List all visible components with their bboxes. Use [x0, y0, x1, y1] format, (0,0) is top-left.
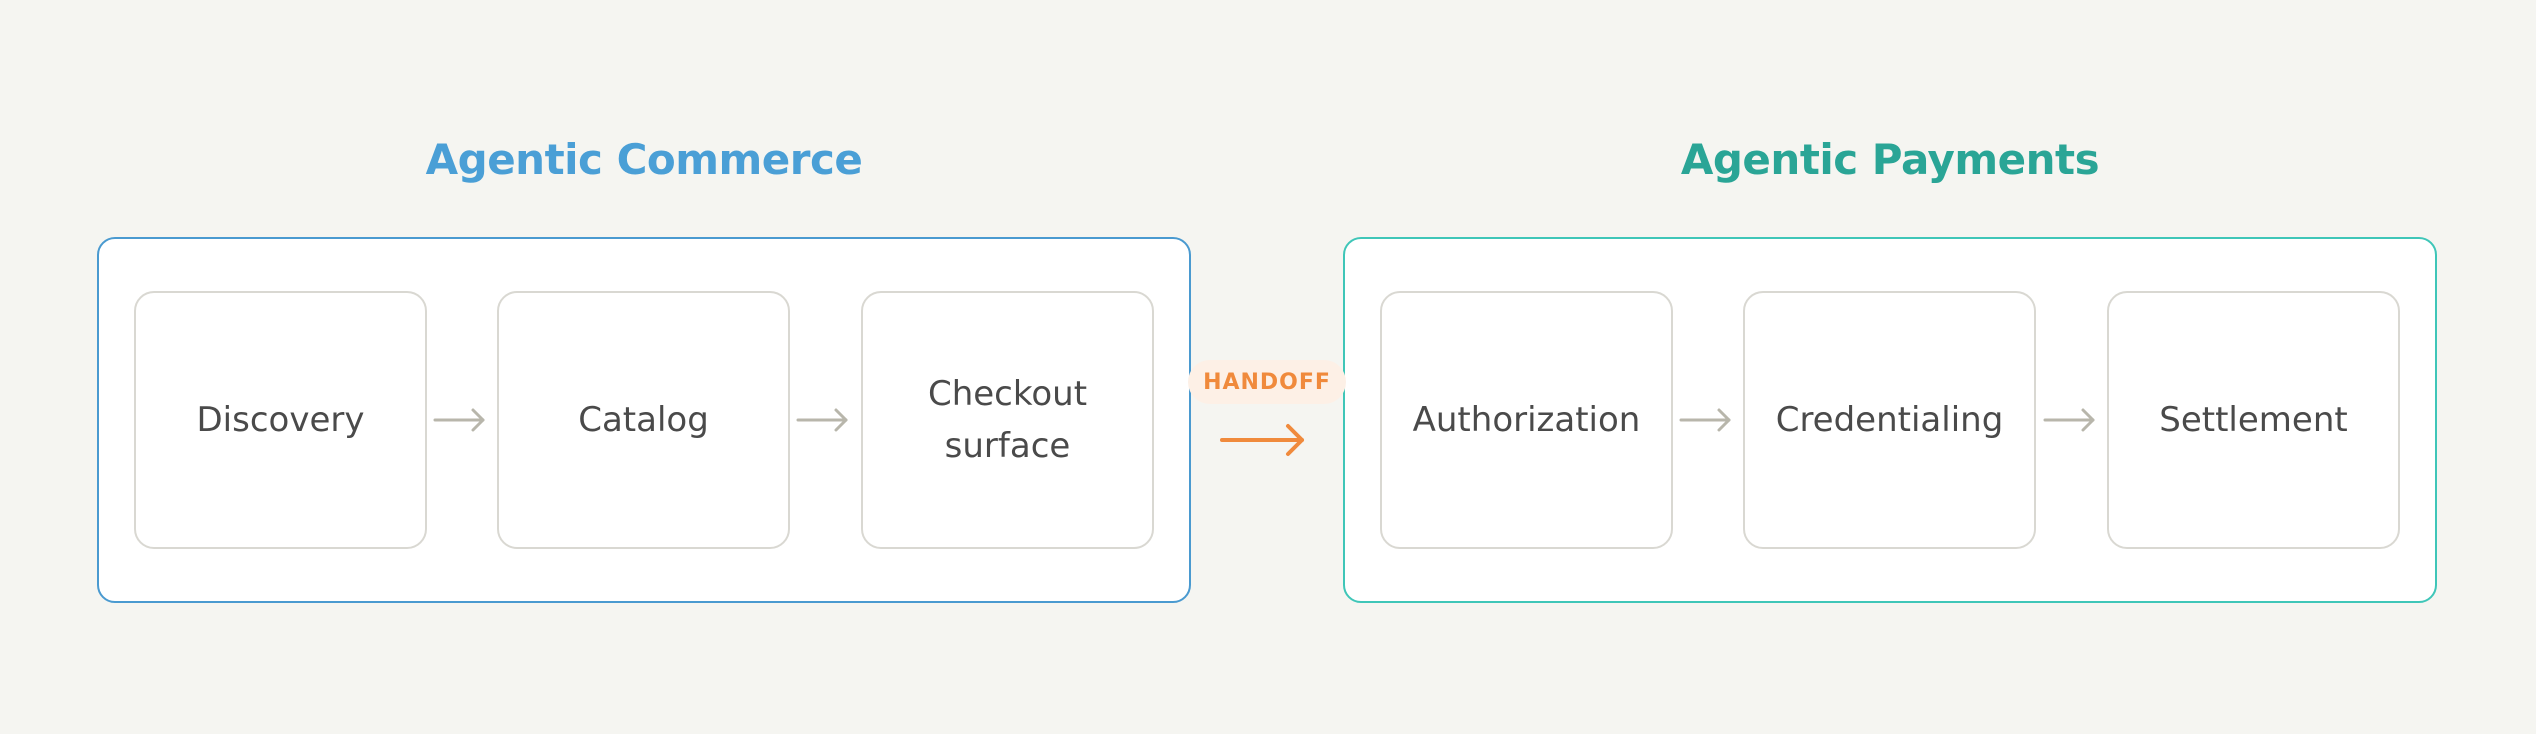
- handoff-arrow-right-icon: [1220, 424, 1304, 456]
- stage-label: Settlement: [2159, 400, 2348, 440]
- stage-label: Catalog: [578, 400, 709, 440]
- agentic-payments-title: Agentic Payments: [1680, 135, 2100, 184]
- stage-label: Credentialing: [1775, 400, 2004, 440]
- agentic-commerce-title: Agentic Commerce: [425, 135, 863, 184]
- stage-label: Authorization: [1412, 400, 1641, 440]
- handoff-badge: HANDOFF: [1188, 360, 1346, 404]
- arrow-right-icon: [433, 408, 485, 432]
- stage-credentialing: Credentialing: [1743, 291, 2036, 549]
- stage-authorization: Authorization: [1380, 291, 1673, 549]
- stage-settlement: Settlement: [2107, 291, 2400, 549]
- arrow-right-icon: [796, 408, 848, 432]
- stage-discovery: Discovery: [134, 291, 427, 549]
- stage-checkout-surface: Checkout surface: [861, 291, 1154, 549]
- stage-catalog: Catalog: [497, 291, 790, 549]
- arrow-right-icon: [1679, 408, 1731, 432]
- stage-label: Discovery: [196, 400, 365, 440]
- stage-label: Checkout surface: [927, 374, 1088, 466]
- arrow-right-icon: [2043, 408, 2095, 432]
